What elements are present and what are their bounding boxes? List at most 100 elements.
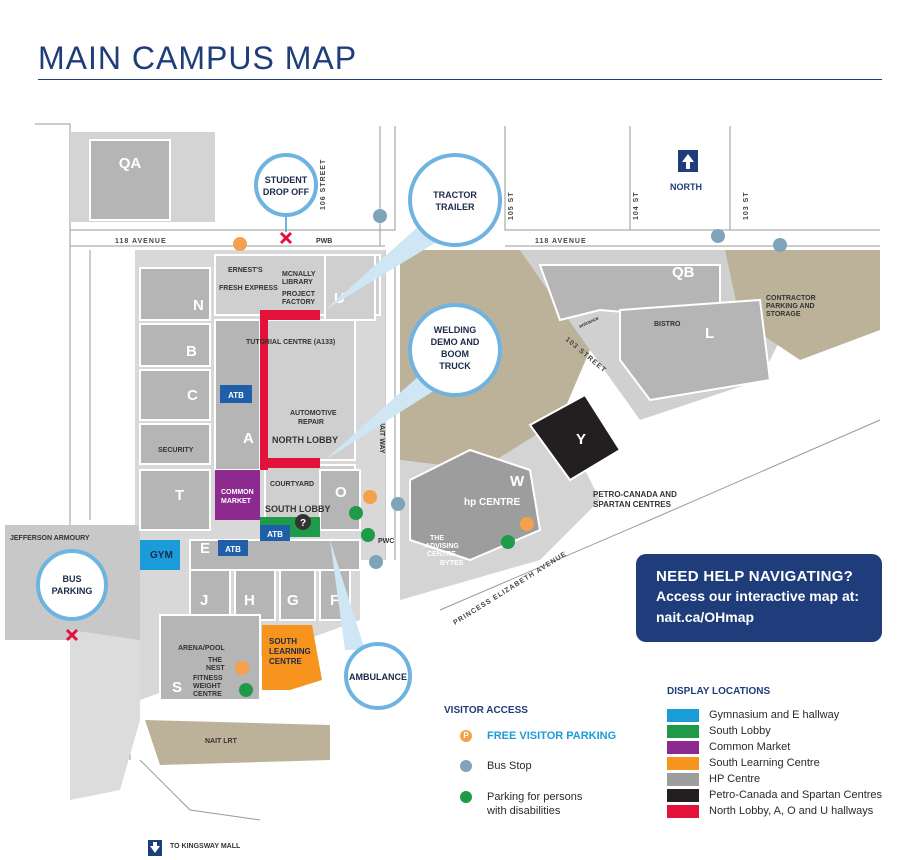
svg-text:PWC: PWC — [378, 538, 394, 545]
svg-text:PWB: PWB — [316, 238, 332, 245]
svg-text:STORAGE: STORAGE — [766, 311, 801, 318]
bus-parking-x-icon — [65, 628, 79, 642]
svg-text:SOUTH LOBBY: SOUTH LOBBY — [265, 504, 331, 514]
svg-text:LEARNING: LEARNING — [269, 647, 311, 656]
svg-text:PETRO-CANADA AND: PETRO-CANADA AND — [593, 490, 677, 499]
letter-s: S — [172, 679, 182, 696]
svg-text:FITNESS: FITNESS — [193, 675, 223, 682]
svg-text:ATB: ATB — [267, 530, 283, 539]
page-title: MAIN CAMPUS MAP — [38, 40, 358, 76]
svg-text:BISTRO: BISTRO — [654, 321, 681, 328]
highlight-u-hallway — [260, 310, 320, 320]
building-qa — [89, 139, 171, 221]
svg-text:ADVISING: ADVISING — [425, 543, 459, 550]
svg-text:NAIT LRT: NAIT LRT — [205, 738, 238, 745]
kingsway-label: TO KINGSWAY MALL — [170, 843, 241, 850]
building-l — [619, 298, 772, 402]
accessible-parking-label: Parking for persons — [487, 791, 583, 803]
svg-text:CONTRACTOR: CONTRACTOR — [766, 295, 816, 302]
legend-label: South Lobby — [709, 725, 771, 737]
accessible-parking-icon — [460, 791, 472, 803]
visitor-access-title: VISITOR ACCESS — [444, 705, 528, 716]
svg-text:MARKET: MARKET — [221, 498, 252, 505]
svg-text:THE: THE — [430, 535, 444, 542]
legend-label: HP Centre — [709, 773, 761, 785]
svg-text:AMBULANCE: AMBULANCE — [349, 672, 407, 682]
building-t — [139, 469, 211, 531]
legend-swatch — [667, 805, 699, 818]
letter-qb: QB — [672, 264, 695, 281]
svg-text:COMMON: COMMON — [221, 489, 254, 496]
callout-bus-parking — [36, 549, 108, 621]
svg-text:TRAILER: TRAILER — [436, 202, 475, 212]
letter-b: B — [186, 343, 197, 360]
callout-student-drop-off — [254, 153, 318, 217]
svg-text:LIBRARY: LIBRARY — [282, 279, 313, 286]
svg-text:STUDENT: STUDENT — [265, 175, 308, 185]
svg-text:?: ? — [300, 518, 306, 529]
letter-y: Y — [576, 431, 586, 448]
svg-text:GYM: GYM — [150, 550, 173, 561]
svg-text:NAIT WAY: NAIT WAY — [378, 420, 385, 454]
svg-text:FRESH EXPRESS: FRESH EXPRESS — [219, 285, 278, 292]
legend-label: Petro-Canada and Spartan Centres — [709, 789, 883, 801]
accessible-parking-icon — [239, 683, 253, 697]
visitor-parking-label: FREE VISITOR PARKING — [487, 730, 617, 742]
legend-label: Common Market — [709, 741, 791, 753]
svg-text:NORTH LOBBY: NORTH LOBBY — [272, 435, 338, 445]
building-j — [189, 569, 231, 621]
building-tags: ERNEST'S FRESH EXPRESS MCNALLY LIBRARY P… — [10, 182, 816, 745]
svg-text:WELDING: WELDING — [434, 325, 477, 335]
legend-label: South Learning Centre — [709, 757, 820, 769]
legend-swatch — [667, 757, 699, 770]
svg-text:ATB: ATB — [228, 391, 244, 400]
letter-j: J — [200, 592, 208, 609]
svg-text:TRUCK: TRUCK — [439, 361, 471, 371]
building-security — [139, 423, 211, 465]
legend-swatch — [667, 773, 699, 786]
legend-swatch — [667, 789, 699, 802]
callout-text: STUDENT DROP OFF TRACTOR TRAILER WELDING… — [52, 175, 480, 682]
bus-stop-icon — [373, 209, 387, 223]
highlight-common-market — [215, 470, 260, 520]
svg-text:AUTOMOTIVE: AUTOMOTIVE — [290, 410, 337, 417]
svg-text:MCNALLY: MCNALLY — [282, 271, 316, 278]
svg-text:ATB: ATB — [225, 545, 241, 554]
kingsway-arrow-icon — [148, 840, 162, 856]
svg-text:CENTRE: CENTRE — [193, 691, 222, 698]
svg-text:NORTH: NORTH — [670, 182, 702, 192]
svg-text:ERNEST'S: ERNEST'S — [228, 267, 263, 274]
info-icon[interactable]: ? — [295, 514, 311, 530]
svg-text:SOUTH: SOUTH — [269, 637, 297, 646]
bus-stop-label: Bus Stop — [487, 760, 532, 772]
bus-stop-icon — [391, 497, 405, 511]
highlight-south-learning-centre — [262, 625, 322, 690]
help-link[interactable]: nait.ca/OHmap — [656, 609, 755, 625]
drop-off-x-icon — [279, 231, 293, 245]
callout-ambulance — [344, 642, 412, 710]
letter-a: A — [243, 430, 254, 447]
accessible-parking-label-2: with disabilities — [487, 805, 561, 817]
map-icons — [65, 209, 787, 697]
svg-text:CENTRE: CENTRE — [427, 551, 456, 558]
letter-c: C — [187, 387, 198, 404]
svg-text:105 ST: 105 ST — [508, 191, 515, 220]
svg-text:COURTYARD: COURTYARD — [270, 481, 314, 488]
svg-text:REPAIR: REPAIR — [298, 419, 324, 426]
svg-text:hp CENTRE: hp CENTRE — [464, 497, 520, 508]
letter-t: T — [175, 487, 184, 504]
svg-text:103 ST: 103 ST — [743, 191, 750, 220]
highlight-gym — [140, 540, 180, 570]
help-navigating-box[interactable]: NEED HELP NAVIGATING? Access our interac… — [636, 554, 882, 642]
accessible-parking-icon — [349, 506, 363, 520]
svg-text:SECURITY: SECURITY — [158, 447, 194, 454]
building-h — [234, 569, 276, 621]
svg-text:WEIGHT: WEIGHT — [193, 683, 222, 690]
letter-o: O — [335, 484, 347, 501]
svg-text:TRACTOR: TRACTOR — [433, 190, 477, 200]
callout-tractor-trailer — [408, 153, 502, 247]
legend-swatch — [667, 725, 699, 738]
help-heading: NEED HELP NAVIGATING? — [656, 568, 854, 585]
svg-text:BUS: BUS — [62, 574, 81, 584]
